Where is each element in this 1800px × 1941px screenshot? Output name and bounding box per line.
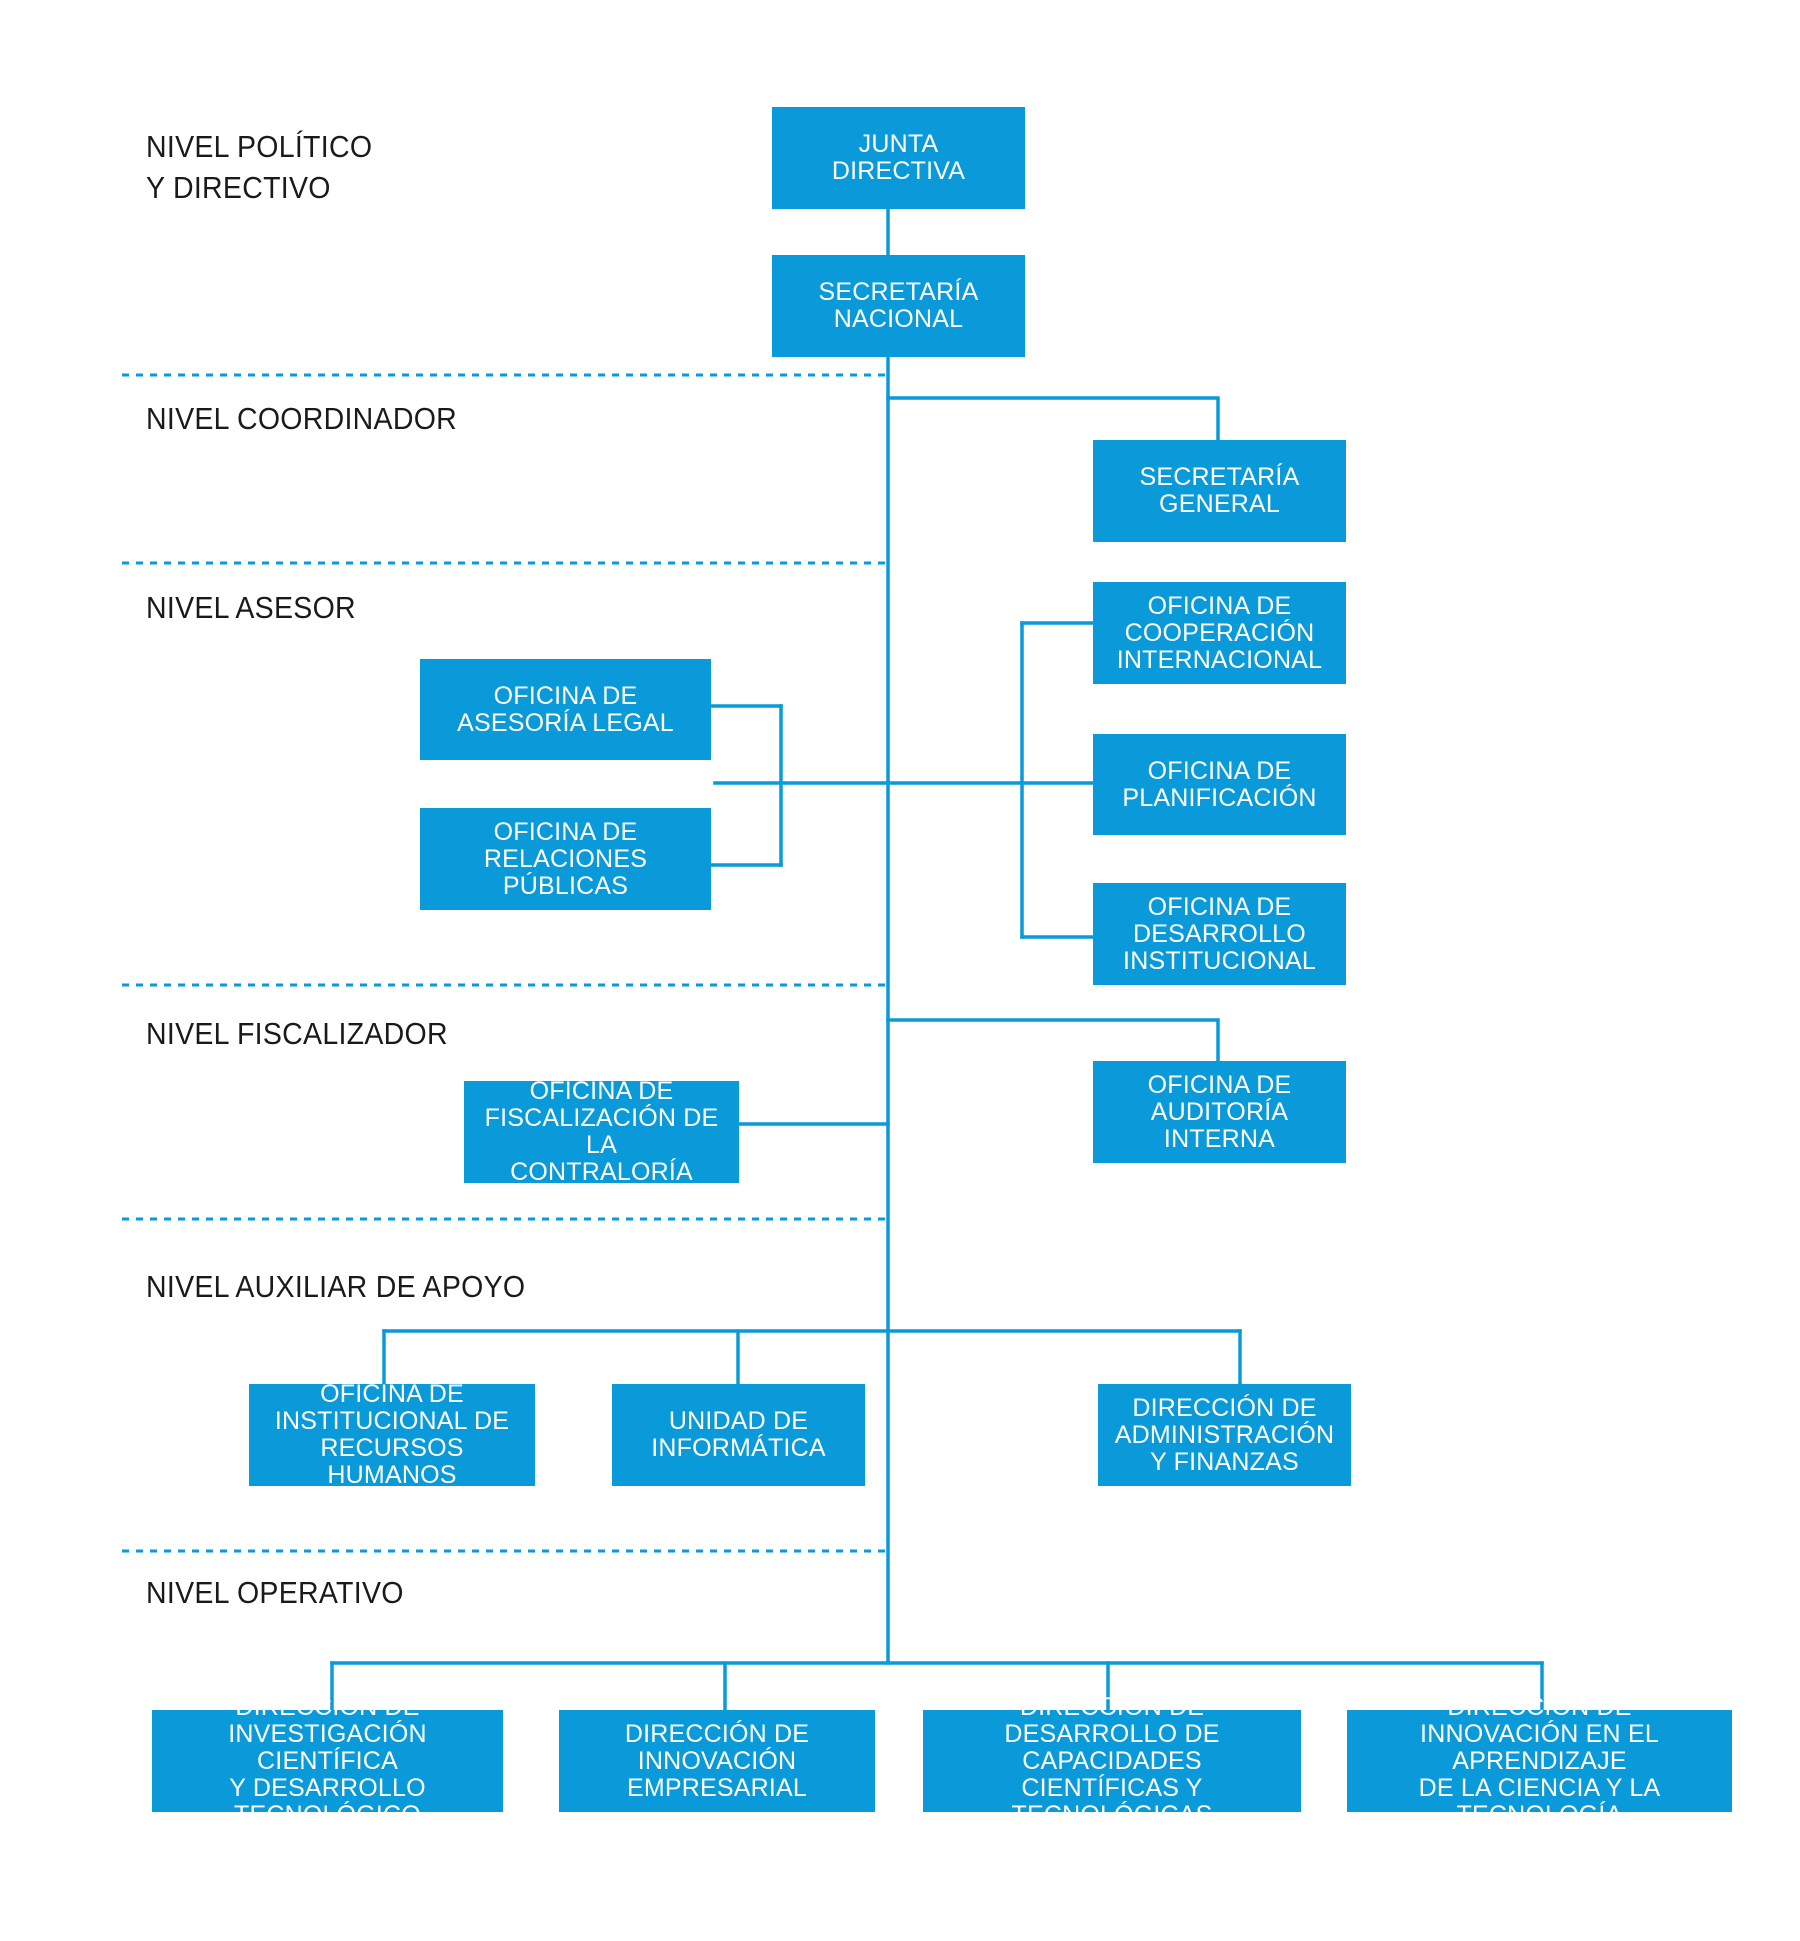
- unit-informatica: UNIDAD DE INFORMÁTICA: [612, 1384, 865, 1486]
- unit-label: OFICINA DE AUDITORÍA INTERNA: [1147, 1070, 1292, 1153]
- unit-relaciones-publicas: OFICINA DE RELACIONES PÚBLICAS: [420, 808, 711, 910]
- unit-label: SECRETARÍA GENERAL: [1139, 463, 1300, 518]
- unit-secretaria-nacional: SECRETARÍA NACIONAL: [772, 255, 1025, 357]
- level-label-politico: NIVEL POLÍTICO Y DIRECTIVO: [146, 129, 373, 205]
- unit-cooperacion-internacional: OFICINA DE COOPERACIÓN INTERNACIONAL: [1093, 582, 1346, 684]
- unit-label: UNIDAD DE INFORMÁTICA: [651, 1407, 826, 1462]
- unit-secretaria-general: SECRETARÍA GENERAL: [1093, 440, 1346, 542]
- unit-label: DIRECCIÓN DE INNOVACIÓN EMPRESARIAL: [624, 1719, 810, 1802]
- unit-label: DIRECCIÓN DE ADMINISTRACIÓN Y FINANZAS: [1114, 1393, 1335, 1476]
- unit-recursos-humanos: OFICINA DE INSTITUCIONAL DE RECURSOS HUM…: [249, 1380, 535, 1489]
- unit-label: OFICINA DE INSTITUCIONAL DE RECURSOS HUM…: [274, 1380, 510, 1489]
- level-label-asesor: NIVEL ASESOR: [146, 590, 356, 625]
- unit-label: DIRECCIÓN DE INVESTIGACIÓN CIENTÍFICA Y …: [228, 1692, 427, 1829]
- unit-label: JUNTA DIRECTIVA: [831, 130, 966, 185]
- unit-label: OFICINA DE PLANIFICACIÓN: [1122, 756, 1317, 812]
- unit-investigacion-cientifica: DIRECCIÓN DE INVESTIGACIÓN CIENTÍFICA Y …: [152, 1693, 503, 1828]
- unit-asesoria-legal: OFICINA DE ASESORÍA LEGAL: [420, 659, 711, 760]
- unit-label: OFICINA DE DESARROLLO INSTITUCIONAL: [1123, 892, 1316, 975]
- unit-label: OFICINA DE RELACIONES PÚBLICAS: [483, 817, 648, 900]
- unit-label: OFICINA DE FISCALIZACIÓN DE LA CONTRALOR…: [484, 1077, 719, 1186]
- unit-fiscalizacion-contraloria: OFICINA DE FISCALIZACIÓN DE LA CONTRALOR…: [464, 1077, 739, 1186]
- level-label-auxiliar: NIVEL AUXILIAR DE APOYO: [146, 1269, 526, 1304]
- unit-innovacion-empresarial: DIRECCIÓN DE INNOVACIÓN EMPRESARIAL: [559, 1710, 875, 1812]
- unit-label: DIRECCIÓN DE INNOVACIÓN EN EL APRENDIZAJ…: [1418, 1692, 1661, 1829]
- level-label-fiscalizador: NIVEL FISCALIZADOR: [146, 1016, 448, 1051]
- unit-label: DIRECCIÓN DE DESARROLLO DE CAPACIDADES C…: [1004, 1692, 1220, 1829]
- unit-label: OFICINA DE COOPERACIÓN INTERNACIONAL: [1116, 591, 1323, 674]
- level-label-operativo: NIVEL OPERATIVO: [146, 1575, 404, 1610]
- level-label-coordinador: NIVEL COORDINADOR: [146, 401, 458, 436]
- unit-junta-directiva: JUNTA DIRECTIVA: [772, 107, 1025, 209]
- unit-label: SECRETARÍA NACIONAL: [818, 278, 979, 333]
- unit-desarrollo-institucional: OFICINA DE DESARROLLO INSTITUCIONAL: [1093, 883, 1346, 985]
- unit-innovacion-aprendizaje: DIRECCIÓN DE INNOVACIÓN EN EL APRENDIZAJ…: [1347, 1693, 1732, 1828]
- unit-auditoria-interna: OFICINA DE AUDITORÍA INTERNA: [1093, 1061, 1346, 1163]
- unit-capacidades-cientificas: DIRECCIÓN DE DESARROLLO DE CAPACIDADES C…: [923, 1693, 1301, 1828]
- unit-planificacion: OFICINA DE PLANIFICACIÓN: [1093, 734, 1346, 835]
- connector-auditoria: [886, 1018, 1220, 1062]
- connector-secretaria-general: [886, 396, 1220, 442]
- unit-administracion-finanzas: DIRECCIÓN DE ADMINISTRACIÓN Y FINANZAS: [1098, 1384, 1351, 1486]
- unit-label: OFICINA DE ASESORÍA LEGAL: [457, 681, 674, 737]
